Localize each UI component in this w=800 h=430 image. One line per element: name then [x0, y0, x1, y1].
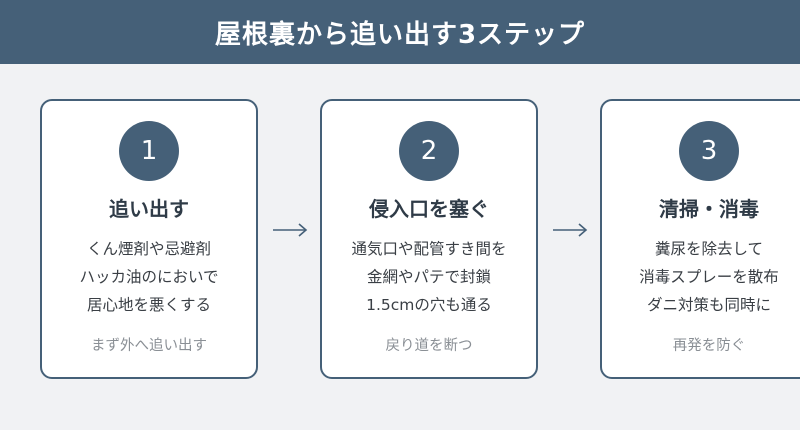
step-number-badge: 1: [119, 121, 179, 181]
step-description-line: 消毒スプレーを散布: [639, 268, 779, 286]
step-description: くん煙剤や忌避剤 ハッカ油のにおいで 居心地を悪くする: [42, 235, 256, 319]
step-description-line: 糞尿を除去して: [654, 240, 764, 258]
step-number-badge: 3: [679, 121, 739, 181]
step-note: 戻り道を断つ: [385, 338, 473, 354]
step-note: 再発を防ぐ: [672, 338, 746, 354]
step-card-3: 3 清掃・消毒 糞尿を除去して 消毒スプレーを散布 ダニ対策も同時に 再発を防ぐ: [600, 99, 800, 379]
step-description-line: 居心地を悪くする: [86, 296, 211, 314]
step-description-line: 金網やパテで封鎖: [366, 268, 491, 286]
step-number-badge: 2: [399, 121, 459, 181]
page-title: 屋根裏から追い出す3ステップ: [214, 19, 586, 50]
step-description-line: ダニ対策も同時に: [646, 296, 771, 314]
step-description: 糞尿を除去して 消毒スプレーを散布 ダニ対策も同時に: [602, 235, 800, 319]
step-description: 通気口や配管すき間を 金網やパテで封鎖 1.5cmの穴も通る: [322, 235, 536, 319]
step-title: 侵入口を塞ぐ: [369, 197, 489, 221]
header-banner: 屋根裏から追い出す3ステップ: [0, 0, 800, 64]
right-arrow-icon: [553, 223, 588, 237]
step-card-2: 2 侵入口を塞ぐ 通気口や配管すき間を 金網やパテで封鎖 1.5cmの穴も通る …: [320, 99, 538, 379]
step-description-line: 1.5cmの穴も通る: [366, 296, 492, 314]
step-title: 追い出す: [109, 197, 189, 221]
step-title: 清掃・消毒: [659, 197, 759, 221]
step-description-line: ハッカ油のにおいで: [79, 268, 219, 286]
step-card-1: 1 追い出す くん煙剤や忌避剤 ハッカ油のにおいで 居心地を悪くする まず外へ追…: [40, 99, 258, 379]
step-note: まず外へ追い出す: [91, 338, 207, 354]
right-arrow-icon: [273, 223, 308, 237]
step-description-line: 通気口や配管すき間を: [351, 240, 507, 258]
step-description-line: くん煙剤や忌避剤: [86, 240, 211, 258]
